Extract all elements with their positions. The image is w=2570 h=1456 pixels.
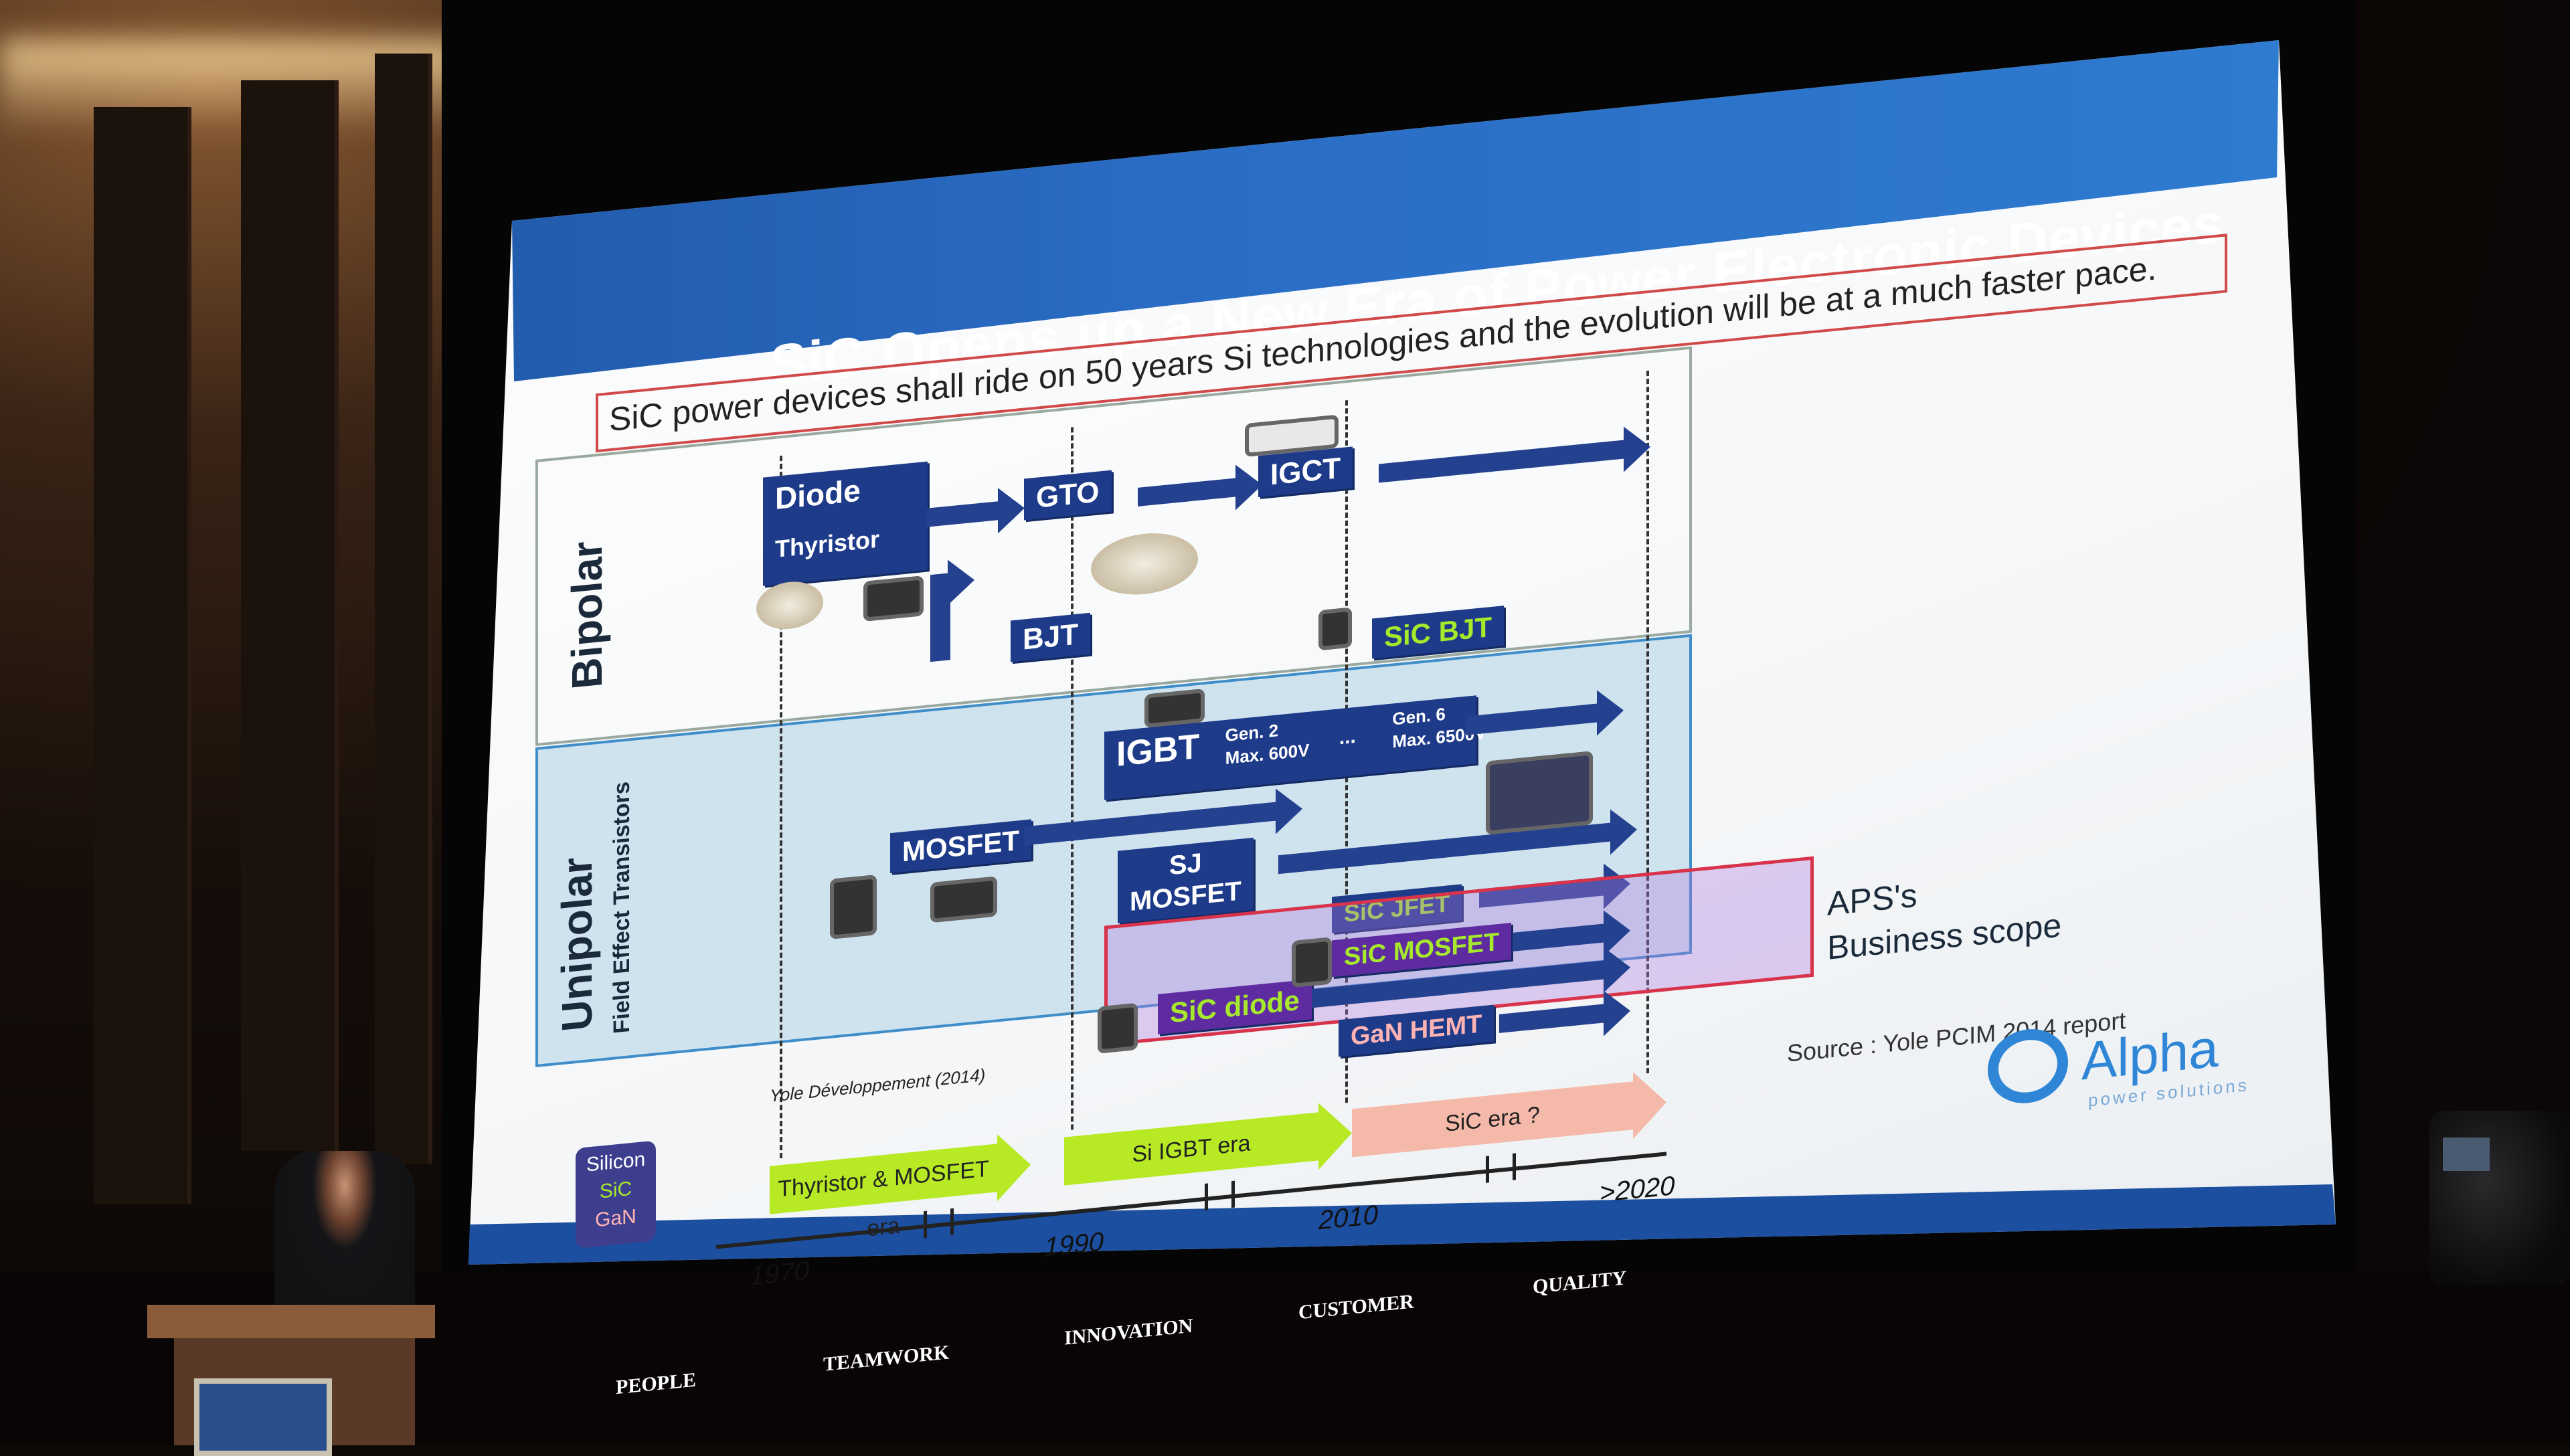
gen-ellipsis: ...: [1339, 725, 1356, 749]
mosfet-module-image: [930, 876, 997, 923]
diode-label: Diode: [775, 472, 861, 516]
timeline-tick: [1513, 1153, 1516, 1180]
video-camera: [2429, 1111, 2570, 1285]
wall-panel: [241, 80, 339, 1151]
fet-label: Field Effect Transistors: [609, 780, 634, 1035]
arrow: [1499, 1004, 1606, 1033]
year-2010: 2010: [1318, 1200, 1378, 1236]
era-label: Si IGBT era: [1132, 1130, 1251, 1168]
material-gan: GaN: [595, 1205, 636, 1232]
yole-credit: Yole Développement (2014): [770, 1065, 986, 1106]
gen2-label: Gen. 2: [1225, 720, 1279, 746]
era-label: SiC era ?: [1445, 1101, 1540, 1137]
floor: [0, 1271, 2570, 1445]
bjt-box: BJT: [1011, 612, 1091, 662]
igbt-gen2-label: Gen. 2 Max. 600V: [1225, 716, 1310, 769]
sic-mosfet-package-image: [1292, 937, 1332, 988]
sic-diode-package-image: [1098, 1002, 1138, 1054]
material-legend: Silicon SiC GaN: [576, 1140, 656, 1249]
bipolar-label: Bipolar: [563, 539, 611, 692]
camera-viewfinder: [2443, 1138, 2490, 1171]
podium-sign: [194, 1378, 332, 1456]
igbt-power-module-image: [1486, 751, 1593, 835]
thyristor-module-image: [863, 575, 924, 622]
gto-box: GTO: [1024, 470, 1112, 521]
unipolar-label: Unipolar: [553, 854, 601, 1034]
wall-panel: [375, 54, 432, 1164]
sj-mosfet-box: SJ MOSFET: [1118, 837, 1254, 923]
material-silicon: Silicon: [586, 1148, 646, 1176]
igbt-label: IGBT: [1116, 727, 1200, 774]
source-note: Source : Yole PCIM 2014 report: [1787, 1006, 2126, 1067]
speaker: [274, 1151, 415, 1325]
branch-connector: [930, 573, 950, 662]
year-1970: 1970: [750, 1255, 809, 1291]
gen6-label: Gen. 6: [1392, 703, 1446, 729]
timeline-tick: [1486, 1156, 1489, 1183]
year-1990: 1990: [1044, 1226, 1104, 1263]
podium-top: [147, 1305, 435, 1338]
year-line-1990: [1071, 427, 1074, 1130]
timeline-tick: [1205, 1183, 1208, 1211]
sic-bjt-package-image: [1318, 607, 1352, 651]
slide-content: SiC Opens up a New Era of Power Electron…: [515, 23, 2322, 1398]
mosfet-package-image: [830, 875, 877, 939]
wall-panel: [94, 107, 191, 1204]
timeline-tick: [924, 1210, 927, 1239]
material-sic: SiC: [599, 1177, 632, 1203]
aps-scope-label: APS's Business scope: [1827, 858, 2061, 970]
timeline-tick: [1231, 1180, 1235, 1208]
igbt-module-image: [1144, 689, 1205, 728]
diode-thyristor-box: Diode Thyristor: [763, 461, 928, 586]
thyristor-label: Thyristor: [775, 525, 880, 563]
timeline-tick: [950, 1208, 954, 1236]
